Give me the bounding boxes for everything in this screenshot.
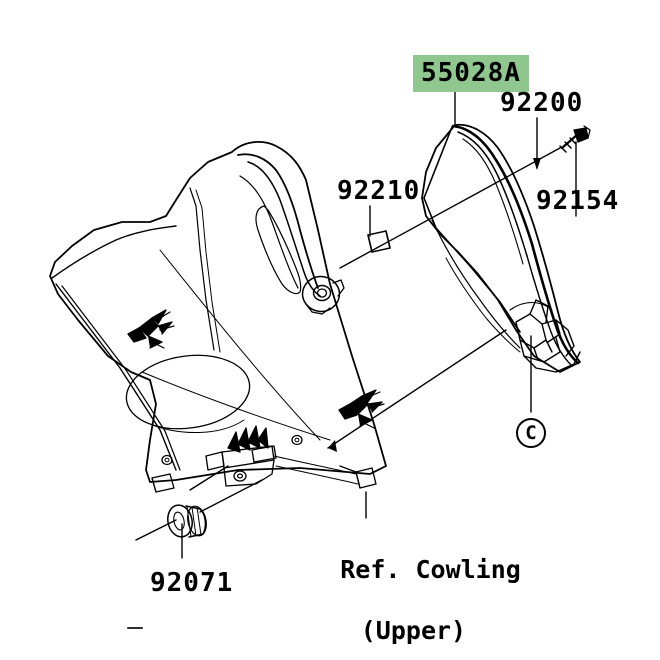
assembly-axis-grommet-a xyxy=(135,519,177,541)
part-label-55028a[interactable]: 55028A xyxy=(413,55,529,92)
windshield-lower-bracket xyxy=(515,299,581,373)
lower-bracket-assembly xyxy=(205,425,277,487)
part-92071-grommet xyxy=(167,504,207,538)
reference-note-line1: Ref. Cowling xyxy=(340,554,521,584)
push-rivet-clip-right xyxy=(338,389,385,429)
circle-reference-letter: C xyxy=(525,422,537,444)
mirror-mount-boss xyxy=(301,275,345,315)
assembly-axis-upper xyxy=(339,147,561,269)
push-rivet-clip-upper xyxy=(127,309,175,349)
part-label-92200[interactable]: 92200 xyxy=(500,88,584,118)
upper-cowling-outline xyxy=(49,141,387,483)
assembly-axis-bracket xyxy=(189,465,229,491)
lower-right-tab xyxy=(339,465,377,489)
circle-reference-c[interactable]: C xyxy=(516,418,546,448)
part-label-92071[interactable]: 92071 xyxy=(150,568,234,598)
reference-note-cowling-upper[interactable]: Ref. Cowling (Upper) xyxy=(280,524,521,660)
lower-left-tab xyxy=(151,473,175,493)
windshield-part-55028a xyxy=(421,123,581,373)
part-label-92210[interactable]: 92210 xyxy=(337,176,421,206)
leader-lines xyxy=(135,87,577,559)
assembly-axis-grommet-b xyxy=(199,479,263,513)
reference-note-line2: (Upper) xyxy=(360,615,467,645)
part-92210-nut xyxy=(367,230,391,253)
assembly-axis-lower xyxy=(327,329,507,449)
part-92154-bolt xyxy=(559,125,591,153)
part-label-92154[interactable]: 92154 xyxy=(536,186,620,216)
